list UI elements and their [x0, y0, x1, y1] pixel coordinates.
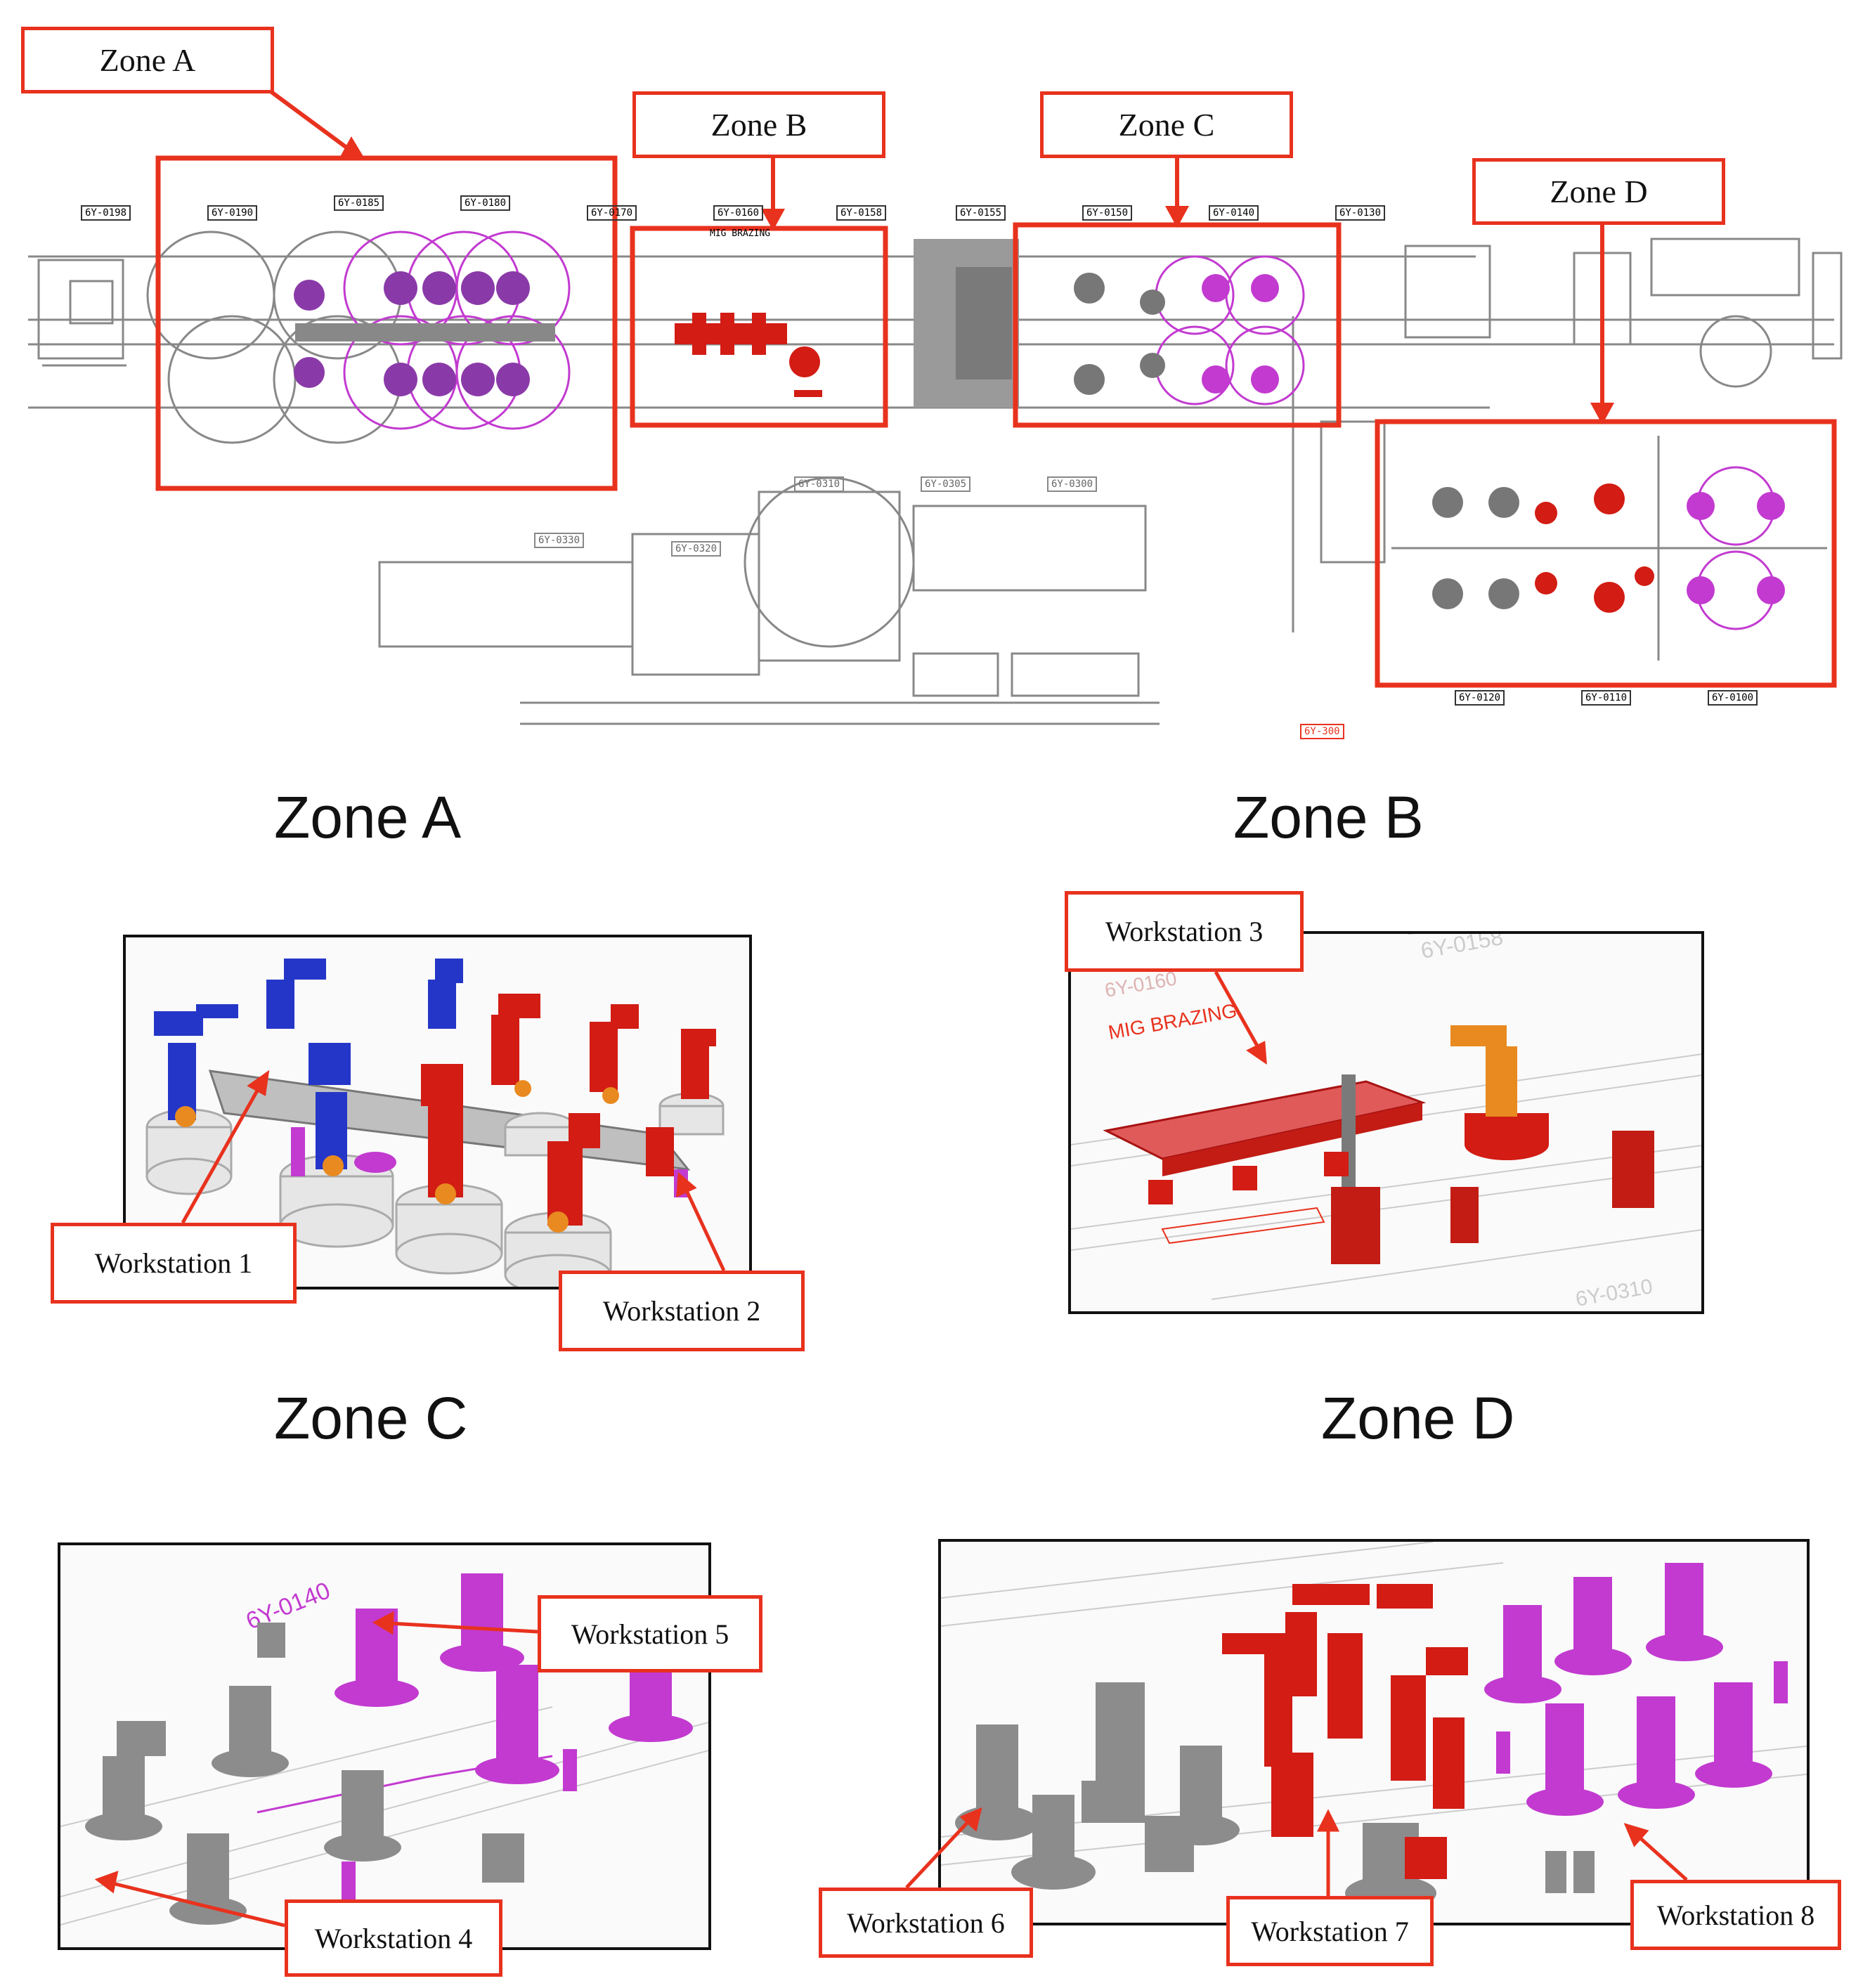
tag-text: 6Y-0310: [1573, 1275, 1654, 1311]
workstation-3-callout: Workstation 3: [1065, 891, 1304, 972]
workstation-7-callout: Workstation 7: [1226, 1896, 1434, 1966]
station-tag: 6Y-0120: [1455, 690, 1505, 706]
zone-b-drawing: 6Y-0160 MIG BRAZING 6Y-0158 6Y-0310: [1071, 934, 1701, 1311]
station-tag: 6Y-0185: [334, 195, 384, 211]
station-tag: 6Y-0180: [460, 195, 511, 211]
tag-text: 6Y-0158: [1419, 934, 1505, 963]
workstation-6-callout: Workstation 6: [819, 1888, 1033, 1958]
station-tag: 6Y-0100: [1708, 690, 1758, 706]
station-tag: 6Y-0160: [713, 205, 764, 221]
station-tag: 6Y-0310: [794, 476, 845, 492]
station-tag: 6Y-0305: [921, 476, 971, 492]
zone-c-heading: Zone C: [274, 1385, 468, 1451]
zone-b-panel: 6Y-0160 MIG BRAZING 6Y-0158 6Y-0310: [1068, 931, 1704, 1314]
station-tag: 6Y-0110: [1581, 690, 1632, 706]
zone-d-callout: Zone D: [1472, 158, 1725, 225]
workstation-2-callout: Workstation 2: [559, 1271, 805, 1351]
zone-a-frame: [155, 155, 618, 491]
zone-a-heading: Zone A: [274, 784, 462, 850]
zone-d-panel: [938, 1539, 1810, 1925]
zone-b-frame: [630, 226, 888, 428]
station-tag: 6Y-0320: [671, 541, 722, 557]
zone-c-callout: Zone C: [1040, 91, 1293, 158]
station-tag: 6Y-0190: [207, 205, 258, 221]
mig-label: MIG BRAZING: [710, 228, 771, 239]
tag-text: 6Y-0140: [242, 1577, 335, 1635]
station-tag: 6Y-0170: [587, 205, 637, 221]
workstation-4-callout: Workstation 4: [285, 1899, 502, 1977]
footer-tag: 6Y-300: [1300, 724, 1344, 739]
station-tag: 6Y-0150: [1082, 205, 1133, 221]
zone-d-heading: Zone D: [1321, 1385, 1515, 1451]
zone-b-heading: Zone B: [1233, 784, 1424, 850]
zone-d-frame: [1375, 419, 1837, 688]
zone-a-callout: Zone A: [21, 27, 274, 93]
station-tag: 6Y-0130: [1335, 205, 1386, 221]
plant-layout-overview: 6Y-0198 6Y-0190 6Y-0185 6Y-0180 6Y-0170 …: [0, 0, 1870, 759]
station-tag: 6Y-0330: [534, 533, 585, 548]
layout-drawing: [28, 89, 1843, 725]
station-tag: 6Y-0300: [1047, 476, 1098, 492]
station-tag: 6Y-0155: [956, 205, 1006, 221]
station-tag: 6Y-0198: [81, 205, 131, 221]
tag-text: 6Y-0160: [1103, 967, 1179, 1001]
station-tag: 6Y-0140: [1209, 205, 1259, 221]
station-tag: 6Y-0158: [836, 205, 887, 221]
zone-b-callout: Zone B: [632, 91, 885, 158]
zone-d-robots: [941, 1542, 1807, 1911]
workstation-8-callout: Workstation 8: [1630, 1880, 1841, 1950]
workstation-1-callout: Workstation 1: [51, 1223, 297, 1304]
workstation-5-callout: Workstation 5: [538, 1595, 762, 1672]
mig-brazing-text: MIG BRAZING: [1107, 999, 1239, 1044]
